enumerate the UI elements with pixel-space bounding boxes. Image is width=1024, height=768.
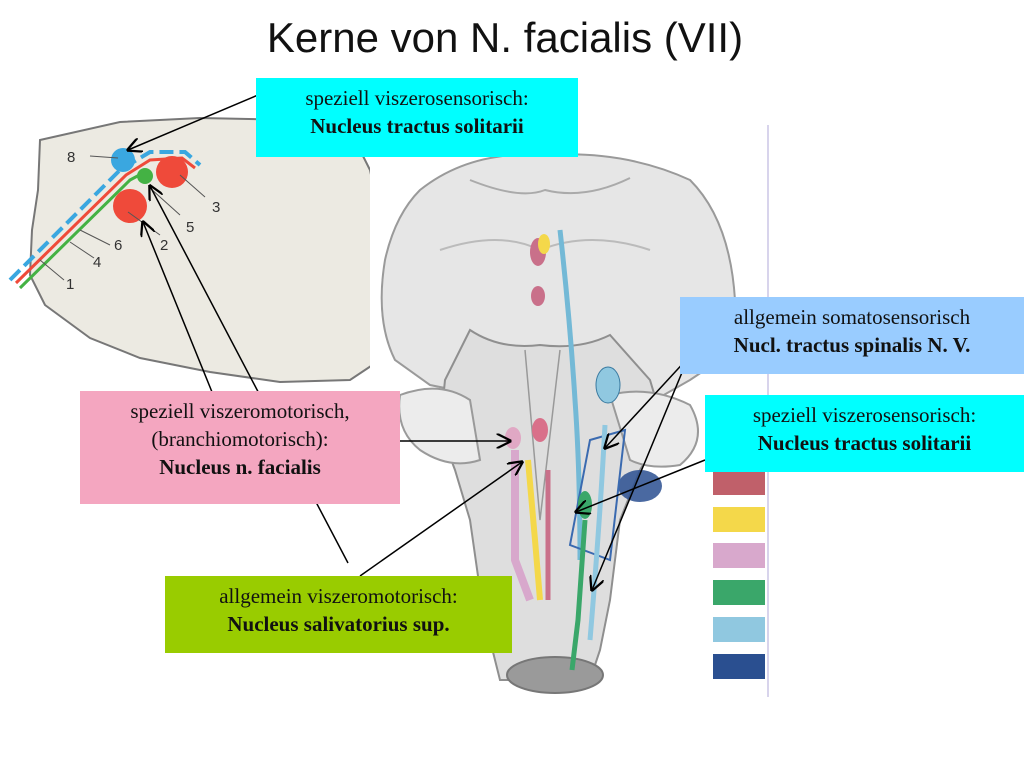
legend-swatches [713,470,765,679]
brainstem-illustration [370,125,769,697]
legend-swatch-4 [713,580,765,605]
arrow-facialis-to-inset [143,222,213,393]
label-salivatorius: allgemein viszeromotorisch: Nucleus sali… [165,576,512,653]
inset-nucleus-2-red [113,189,147,223]
label-facialis-line1: speziell viszeromotorisch, [130,399,350,423]
arrow-nts-right [576,459,706,512]
arrow-nts-top [128,94,259,150]
label-spinalis-line1: allgemein somatosensorisch [733,305,971,329]
label-nts-right: speziell viszerosensorisch: Nucleus trac… [705,395,1024,472]
arrow-spinalis-lower [592,357,689,590]
label-nts-top-line1: speziell viszerosensorisch: [305,86,529,110]
arrow-salivatorius-to-nucleus [359,462,522,577]
label-nucleus-facialis: speziell viszeromotorisch, (branchiomoto… [80,391,400,504]
label-nts-right-line1: speziell viszerosensorisch: [752,403,977,427]
inset-number-2: 2 [160,237,168,254]
label-salivatorius-line2: Nucleus salivatorius sup. [227,612,450,636]
page-title: Kerne von N. facialis (VII) [266,14,744,61]
label-facialis-line3: Nucleus n. facialis [159,455,321,479]
inset-number-3: 3 [212,199,220,216]
label-nts-top: speziell viszerosensorisch: Nucleus trac… [256,78,578,157]
inset-number-4: 4 [93,254,101,271]
label-nts-right-line2: Nucleus tractus solitarii [757,431,972,455]
inset-number-1: 1 [66,276,74,293]
legend-swatch-1 [713,470,765,495]
inset-nucleus-3-red [156,156,188,188]
label-facialis-line2: (branchiomotorisch): [151,427,329,451]
inset-nucleus-8-blue [111,148,135,172]
inset-number-8: 8 [67,149,75,166]
inset-number-5: 5 [186,219,194,236]
arrow-spinalis-upper [605,357,689,448]
label-nts-top-line2: Nucleus tractus solitarii [310,114,524,138]
label-salivatorius-line1: allgemein viszeromotorisch: [219,584,458,608]
legend-swatch-3 [713,543,765,568]
legend-swatch-5 [713,617,765,642]
legend-swatch-2 [713,507,765,532]
label-spinalis-line2: Nucl. tractus spinalis N. V. [733,333,971,357]
legend-swatch-6 [713,654,765,679]
inset-nucleus-5-green [137,168,153,184]
inset-cross-section: 8 3 5 2 6 4 1 [8,116,392,384]
inset-number-6: 6 [114,237,122,254]
label-tractus-spinalis: allgemein somatosensorisch Nucl. tractus… [680,297,1024,374]
